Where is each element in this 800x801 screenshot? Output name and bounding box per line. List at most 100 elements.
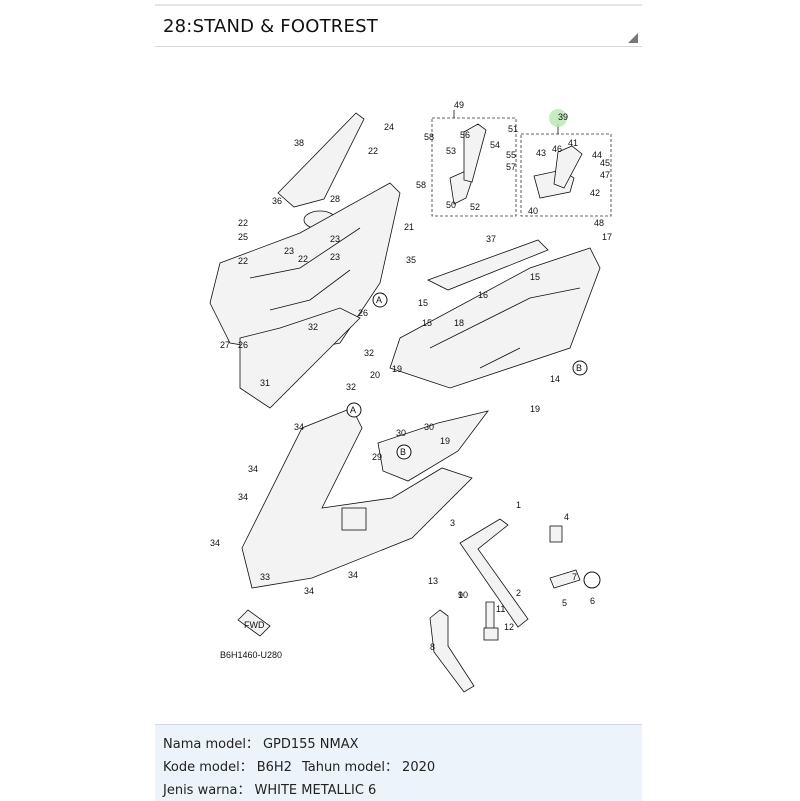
group-box-39 — [520, 133, 612, 217]
part-number-label: 50 — [446, 200, 456, 210]
part-number-label: 33 — [260, 572, 270, 582]
model-year-value: 2020 — [402, 760, 436, 775]
part-number-label: 22 — [298, 254, 308, 264]
collar-6 — [583, 571, 601, 589]
part-number-label: 30 — [424, 422, 434, 432]
page-header: 28:STAND & FOOTREST — [155, 4, 642, 47]
part-number-label: 55 — [506, 150, 516, 160]
part-number-label: 32 — [364, 348, 374, 358]
part-number-label: 34 — [248, 464, 258, 474]
part-number-label: 37 — [486, 234, 496, 244]
side-cover-38 — [277, 112, 365, 208]
part-number-label: 32 — [308, 322, 318, 332]
switch-12 — [483, 627, 499, 641]
group-box-49 — [431, 117, 517, 217]
part-number-label: 21 — [404, 222, 414, 232]
part-number-label: 44 — [592, 150, 602, 160]
part-number-label: 57 — [506, 162, 516, 172]
seat-panel-37 — [426, 239, 549, 291]
part-number-label: 34 — [304, 586, 314, 596]
part-number-label: 46 — [552, 144, 562, 154]
leg-shield-inner — [209, 182, 401, 354]
part-number-label: 19 — [392, 364, 402, 374]
lower-cover-31 — [239, 307, 361, 409]
floor-cover-box — [341, 507, 367, 531]
part-number-label: 3 — [450, 518, 455, 528]
part-number-label: 32 — [346, 382, 356, 392]
main-stand-1 — [459, 518, 529, 628]
part-number-label: 2 — [516, 588, 521, 598]
part-number-label: 23 — [284, 246, 294, 256]
diagram-code: B6H1460-U280 — [220, 650, 282, 660]
part-number-label: 58 — [416, 180, 426, 190]
part-number-label: 6 — [590, 596, 595, 606]
part-number-label: 39 — [558, 112, 568, 122]
under-cover-29 — [377, 410, 489, 482]
page-title: 28:STAND & FOOTREST — [163, 16, 378, 37]
resize-corner-icon — [628, 33, 638, 43]
part-number-label: 34 — [238, 492, 248, 502]
part-number-label: 17 — [602, 232, 612, 242]
part-number-label: 49 — [454, 100, 464, 110]
part-number-label: 11 — [496, 604, 505, 614]
part-number-label: 1 — [516, 500, 521, 510]
highlight-marker — [549, 109, 567, 127]
part-number-label: 9 — [458, 590, 463, 600]
part-number-label: 24 — [384, 122, 394, 132]
section-marker-a1: A — [376, 295, 382, 305]
section-marker-a2: A — [350, 405, 356, 415]
footrest-peg-right — [553, 145, 583, 189]
fwd-label: FWD — [244, 620, 265, 630]
part-number-label: 20 — [370, 370, 380, 380]
part-number-label: 41 — [568, 138, 578, 148]
section-marker-b1: B — [576, 363, 582, 373]
part-number-label: 5 — [562, 598, 567, 608]
part-number-label: 47 — [600, 170, 610, 180]
part-number-label: 26 — [238, 340, 248, 350]
part-number-label: 10 — [458, 590, 468, 600]
parts-diagram[interactable]: FWD B6H1460-U280 A A B B 493951562458535… — [160, 48, 638, 708]
side-cover-14 — [389, 247, 601, 389]
part-number-label: 43 — [536, 148, 546, 158]
part-number-label: 31 — [260, 378, 270, 388]
part-number-label: 8 — [430, 642, 435, 652]
part-number-label: 7 — [572, 572, 577, 582]
part-number-label: 19 — [440, 436, 450, 446]
part-number-label: 42 — [590, 188, 600, 198]
part-number-label: 25 — [238, 232, 248, 242]
part-number-label: 15 — [418, 298, 428, 308]
part-number-label: 27 — [220, 340, 230, 350]
part-number-label: 34 — [210, 538, 220, 548]
part-number-label: 51 — [508, 124, 518, 134]
model-name-row: Nama model：GPD155 NMAX — [163, 737, 359, 752]
fwd-arrow-icon — [237, 609, 271, 637]
part-number-label: 45 — [600, 158, 610, 168]
part-number-label: 38 — [294, 138, 304, 148]
floor-cover-33 — [241, 407, 473, 589]
part-number-label: 52 — [470, 202, 480, 212]
part-number-label: 58 — [424, 132, 434, 142]
model-code-value: B6H2 — [256, 760, 292, 775]
part-number-label: 22 — [238, 218, 248, 228]
footrest-peg-left — [463, 123, 487, 183]
model-color-row: Jenis warna：WHITE METALLIC 6 — [163, 783, 377, 798]
part-number-label: 26 — [358, 308, 368, 318]
part-number-label: 22 — [368, 146, 378, 156]
part-number-label: 15 — [422, 318, 432, 328]
part-number-label: 30 — [396, 428, 406, 438]
part-number-label: 18 — [454, 318, 464, 328]
part-number-label: 19 — [530, 404, 540, 414]
part-number-label: 23 — [330, 234, 340, 244]
part-number-label: 34 — [348, 570, 358, 580]
part-number-label: 16 — [478, 290, 488, 300]
section-marker-b2: B — [400, 447, 406, 457]
part-number-label: 53 — [446, 146, 456, 156]
stand-bolt-4 — [549, 525, 563, 543]
model-color-value: WHITE METALLIC 6 — [254, 783, 377, 798]
part-number-label: 35 — [406, 255, 416, 265]
part-number-label: 13 — [428, 576, 438, 586]
model-name-value: GPD155 NMAX — [262, 737, 359, 752]
part-number-label: 14 — [550, 374, 560, 384]
